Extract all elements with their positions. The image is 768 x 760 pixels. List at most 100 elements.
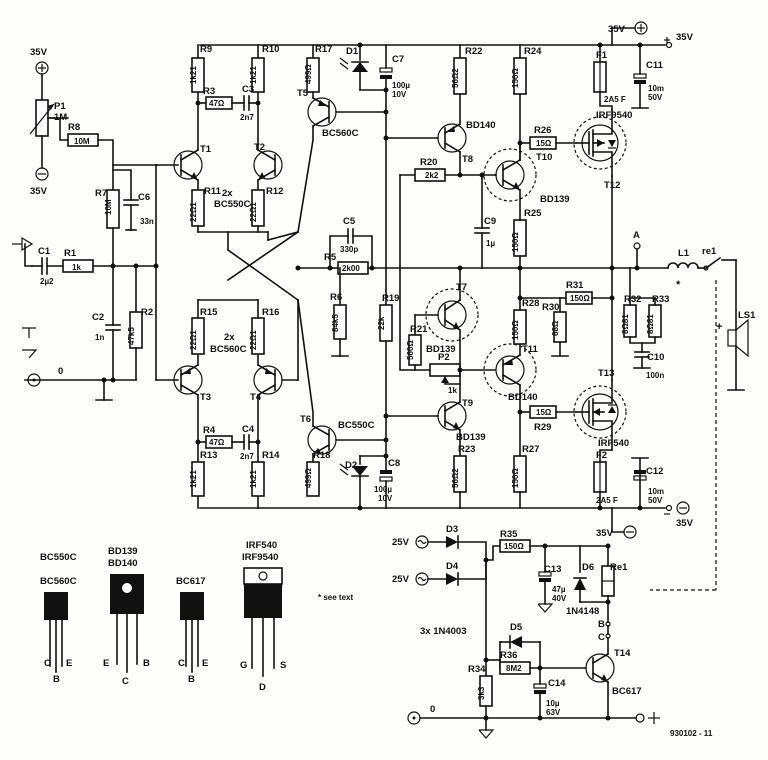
svg-text:IRF9540: IRF9540 — [242, 552, 278, 563]
svg-text:S: S — [280, 660, 286, 671]
c12-ref: C12 — [646, 466, 663, 477]
svg-text:BC560C: BC560C — [322, 128, 359, 139]
r3-ref: R3 — [203, 86, 215, 97]
r15-ref: R15 — [200, 307, 218, 318]
svg-text:IRF9540: IRF9540 — [596, 110, 632, 121]
r20-ref: R20 — [420, 157, 437, 168]
r14-value: 1k21 — [249, 470, 258, 488]
r10-ref: R10 — [262, 44, 279, 55]
pair-bot-type: BC560C — [210, 344, 247, 355]
f2-ref: F2 — [596, 450, 607, 461]
r23-value: 56Ω2 — [451, 468, 460, 488]
svg-text:BC560C: BC560C — [40, 576, 77, 587]
c7-ref: C7 — [392, 54, 404, 65]
c10-ref: C10 — [647, 352, 664, 363]
f1-value: 2A5 F — [604, 95, 626, 104]
node-b-label: B — [598, 619, 605, 630]
c5-ref: C5 — [343, 216, 356, 227]
ground-relay-terminal-right — [635, 712, 660, 724]
c4-value: 2n7 — [240, 452, 254, 461]
r20-value: 2k2 — [425, 171, 439, 180]
svg-text:2µ2: 2µ2 — [40, 277, 54, 286]
svg-text:R8: R8 — [68, 122, 80, 133]
r19-value: 22k — [377, 316, 386, 330]
svg-text:BD140: BD140 — [466, 120, 496, 131]
c13-volt: 40V — [552, 594, 567, 603]
input-connector: C1 2µ2 R1 1k — [12, 236, 157, 286]
r10-value: 1k21 — [249, 66, 258, 84]
svg-text:D: D — [259, 682, 266, 693]
c8-value: 100µ — [374, 485, 392, 494]
r4-value: 47Ω — [209, 438, 225, 447]
svg-text:1k: 1k — [72, 263, 81, 272]
offset-pot-network: 35V P1 1M 35V R8 10M — [29, 47, 158, 197]
svg-text:B: B — [53, 674, 60, 685]
r34-ref: R34 — [468, 664, 486, 675]
c12-volt: 50V — [648, 496, 663, 505]
r27-value: 150Ω — [511, 468, 520, 488]
svg-text:T1: T1 — [200, 144, 212, 155]
pair-top-type: BC550C — [214, 199, 251, 210]
r21-ref: R21 — [410, 324, 428, 335]
svg-text:G: G — [240, 660, 247, 671]
transistor-t11: T11 BD140 — [495, 344, 539, 403]
svg-text:0: 0 — [58, 366, 63, 377]
svg-text:R1: R1 — [64, 248, 77, 259]
see-text-note: * see text — [318, 593, 353, 602]
c12-value: 10m — [648, 487, 664, 496]
svg-text:BC617: BC617 — [176, 576, 206, 587]
r7-ref: R7 — [95, 188, 107, 199]
r26-ref: R26 — [534, 125, 551, 136]
c7-value: 100µ — [392, 81, 410, 90]
c9-value: 1µ — [486, 239, 495, 248]
r33-ref: R33 — [652, 294, 669, 305]
r32-ref: R32 — [624, 294, 641, 305]
r2-value: 47k5 — [127, 327, 136, 345]
re1-contact-label: re1 — [702, 246, 717, 257]
c2-ref: C2 — [92, 312, 104, 323]
svg-text:BD139: BD139 — [108, 546, 138, 557]
svg-text:0: 0 — [430, 704, 435, 715]
package-to92-bc617: BC617 C B E — [176, 576, 208, 685]
r17-ref: R17 — [315, 44, 332, 55]
r23-ref: R23 — [458, 444, 475, 455]
svg-text:C1: C1 — [38, 246, 51, 257]
package-to92-bc550c: BC550C BC560C C B E — [40, 552, 77, 685]
r33-value: 8Ω81 — [646, 314, 655, 334]
c2-value: 1n — [95, 333, 104, 342]
r30-value: 68Ω — [551, 320, 560, 336]
svg-text:T4: T4 — [250, 392, 262, 403]
r22-value: 56Ω2 — [451, 68, 460, 88]
r14-ref: R14 — [262, 450, 280, 461]
r19-ref: R19 — [382, 293, 399, 304]
r7-value: 10M — [104, 199, 113, 215]
c11-volt: 50V — [648, 93, 663, 102]
r28-value: 150Ω — [511, 320, 520, 340]
svg-text:+: + — [716, 321, 722, 333]
package-to220-irf540: IRF540 IRF9540 G D S — [240, 540, 286, 693]
diodes-note: 3x 1N4003 — [420, 626, 466, 637]
svg-text:P1: P1 — [54, 101, 66, 112]
svg-text:LS1: LS1 — [738, 310, 756, 321]
r35-ref: R35 — [500, 529, 518, 540]
svg-text:T3: T3 — [200, 392, 211, 403]
svg-text:C: C — [178, 658, 185, 669]
c11-ref: C11 — [646, 60, 664, 71]
ac-input-1: 25V — [392, 535, 429, 549]
svg-text:T8: T8 — [462, 154, 473, 165]
r25-value: 150Ω — [511, 232, 520, 252]
c10-value: 100n — [646, 371, 664, 380]
c14-volt: 63V — [546, 708, 561, 717]
r18-value: 499Ω — [304, 468, 313, 488]
negative-supply-terminal: 35V 35V — [596, 501, 694, 539]
loudspeaker-ls1: LS1 + — [716, 310, 756, 391]
r16-ref: R16 — [262, 307, 279, 318]
svg-text:T11: T11 — [522, 344, 539, 355]
svg-text:BD140: BD140 — [108, 558, 138, 569]
c14-ref: C14 — [548, 678, 566, 689]
c4-ref: C4 — [242, 424, 255, 435]
svg-text:BD139: BD139 — [540, 194, 570, 205]
c14-value: 10µ — [546, 699, 560, 708]
positive-rail-riser — [611, 27, 636, 46]
svg-text:T6: T6 — [300, 414, 311, 425]
